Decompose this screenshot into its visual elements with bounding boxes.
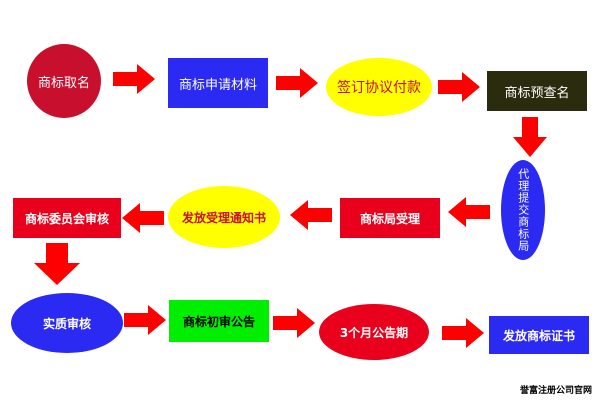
- step-label: 代理提交商标局: [516, 168, 530, 252]
- arrow-right-icon: [113, 64, 155, 94]
- step-preliminary-announcement: 商标初审公告: [169, 300, 269, 342]
- step-trademark-prescreen: 商标预查名: [487, 71, 587, 111]
- step-agent-submit: 代理提交商标局: [501, 160, 545, 260]
- step-label: 商标委员会审核: [24, 211, 109, 226]
- step-label: 发放受理通知书: [181, 210, 266, 225]
- step-label: 商标申请材料: [178, 77, 257, 93]
- arrow-down-icon: [34, 243, 80, 285]
- step-issue-acceptance-notice: 发放受理通知书: [168, 186, 280, 248]
- arrow-right-icon: [276, 68, 318, 98]
- step-trademark-office-accept: 商标局受理: [340, 198, 440, 238]
- arrow-right-icon: [438, 72, 480, 102]
- step-label: 实质审核: [42, 316, 91, 331]
- arrow-right-icon: [442, 318, 484, 348]
- step-label: 签订协议付款: [337, 80, 421, 96]
- arrow-left-icon: [448, 197, 490, 227]
- arrow-left-icon: [122, 203, 164, 233]
- step-issue-certificate: 发放商标证书: [489, 316, 589, 354]
- arrow-right-icon: [273, 308, 315, 338]
- step-label: 发放商标证书: [502, 328, 575, 343]
- arrow-right-icon: [124, 305, 166, 335]
- step-label: 商标预查名: [504, 85, 570, 101]
- step-sign-agreement-pay: 签订协议付款: [326, 58, 432, 116]
- step-trademark-naming: 商标取名: [27, 44, 101, 118]
- step-three-month-period: 3个月公告期: [319, 304, 429, 360]
- footer-site-name: 誉富注册公司官网: [519, 386, 592, 396]
- step-substantive-review: 实质审核: [11, 293, 123, 353]
- step-committee-review: 商标委员会审核: [13, 198, 121, 238]
- arrow-down-icon: [513, 117, 547, 157]
- step-application-materials: 商标申请材料: [168, 58, 268, 108]
- step-label: 商标初审公告: [182, 314, 255, 329]
- step-label: 商标取名: [37, 75, 90, 91]
- step-label: 商标局受理: [359, 211, 420, 226]
- step-label: 3个月公告期: [339, 325, 409, 340]
- arrow-left-icon: [290, 200, 332, 230]
